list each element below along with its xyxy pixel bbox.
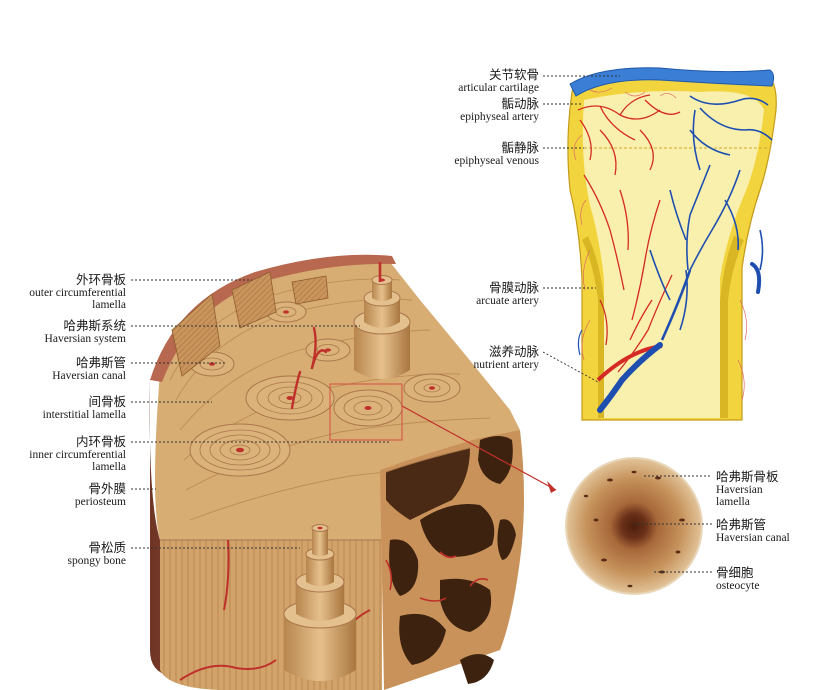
leader-lines — [131, 75, 712, 573]
compact-bone-block — [149, 254, 524, 690]
outer-lamella-en2: lamella — [92, 298, 126, 311]
haversian-canal-zh: 哈弗斯管 — [75, 355, 126, 370]
label-epiphyseal-artery: 骺动脉 epiphyseal artery — [403, 97, 539, 123]
label-outer-circumferential-lamella: 外环骨板 outer circumferential lamella — [0, 273, 126, 311]
nutrient-artery-en: nutrient artery — [473, 358, 539, 371]
label-spongy-bone: 骨松质 spongy bone — [0, 541, 126, 567]
haversian-canal-detail-zh: 哈弗斯管 — [716, 517, 767, 532]
osteons — [189, 301, 461, 477]
interstitial-lamella-zh: 间骨板 — [88, 394, 126, 409]
osteocyte-zh: 骨细胞 — [716, 565, 754, 580]
label-osteocyte: 骨细胞 osteocyte — [716, 566, 812, 592]
haversian-system-zh: 哈弗斯系统 — [63, 318, 126, 333]
label-arcuate-artery: 骨膜动脉 arcuate artery — [403, 281, 539, 307]
label-periosteum: 骨外膜 periosteum — [0, 482, 126, 508]
label-haversian-canal-detail: 哈弗斯管 Haversian canal — [716, 518, 812, 544]
arcuate-artery-zh: 骨膜动脉 — [488, 280, 539, 295]
spongy-bone-en: spongy bone — [67, 554, 126, 567]
outer-lamella-en: outer circumferential — [29, 286, 126, 299]
haversian-canal-detail-en: Haversian canal — [716, 531, 790, 544]
inner-lamella-en: inner circumferential — [29, 448, 126, 461]
periosteum-zh: 骨外膜 — [88, 481, 126, 496]
articular-cartilage-en: articular cartilage — [458, 81, 539, 94]
haversian-lamella-en2: lamella — [716, 495, 750, 508]
spongy-bone-region — [380, 430, 524, 690]
interstitial-lamella-en: interstitial lamella — [42, 408, 126, 421]
label-articular-cartilage: 关节软骨 articular cartilage — [403, 68, 539, 94]
articular-cartilage-zh: 关节软骨 — [488, 67, 539, 82]
osteocyte-en: osteocyte — [716, 579, 760, 592]
epiphyseal-artery-zh: 骺动脉 — [501, 96, 539, 111]
haversian-cylinder-bottom — [283, 524, 357, 681]
arcuate-artery-en: arcuate artery — [476, 294, 539, 307]
periosteum-en: periosteum — [74, 495, 126, 508]
nutrient-artery-zh: 滋养动脉 — [488, 344, 539, 359]
inner-lamella-en2: lamella — [92, 460, 126, 473]
spongy-bone-zh: 骨松质 — [88, 540, 126, 555]
inner-lamella-zh: 内环骨板 — [75, 434, 126, 449]
label-epiphyseal-venous: 骺静脉 epiphyseal venous — [403, 141, 539, 167]
haversian-cylinder-top — [353, 262, 411, 379]
label-haversian-lamella: 哈弗斯骨板 Haversian lamella — [716, 470, 812, 508]
haversian-lamella-en: Haversian — [716, 483, 763, 496]
haversian-micrograph — [565, 456, 706, 596]
epiphyseal-venous-en: epiphyseal venous — [454, 154, 539, 167]
outer-lamella-zh: 外环骨板 — [75, 272, 126, 287]
haversian-lamella-zh: 哈弗斯骨板 — [716, 469, 779, 484]
epiphyseal-venous-zh: 骺静脉 — [501, 140, 539, 155]
long-bone-section — [567, 67, 777, 421]
haversian-system-en: Haversian system — [44, 332, 126, 345]
label-haversian-canal: 哈弗斯管 Haversian canal — [0, 356, 126, 382]
haversian-canal-en: Haversian canal — [52, 369, 126, 382]
label-interstitial-lamella: 间骨板 interstitial lamella — [0, 395, 126, 421]
label-nutrient-artery: 滋养动脉 nutrient artery — [403, 345, 539, 371]
epiphyseal-artery-en: epiphyseal artery — [460, 110, 539, 123]
label-inner-circumferential-lamella: 内环骨板 inner circumferential lamella — [0, 435, 126, 473]
outer-lamella-plates — [171, 271, 329, 377]
label-haversian-system: 哈弗斯系统 Haversian system — [0, 319, 126, 345]
